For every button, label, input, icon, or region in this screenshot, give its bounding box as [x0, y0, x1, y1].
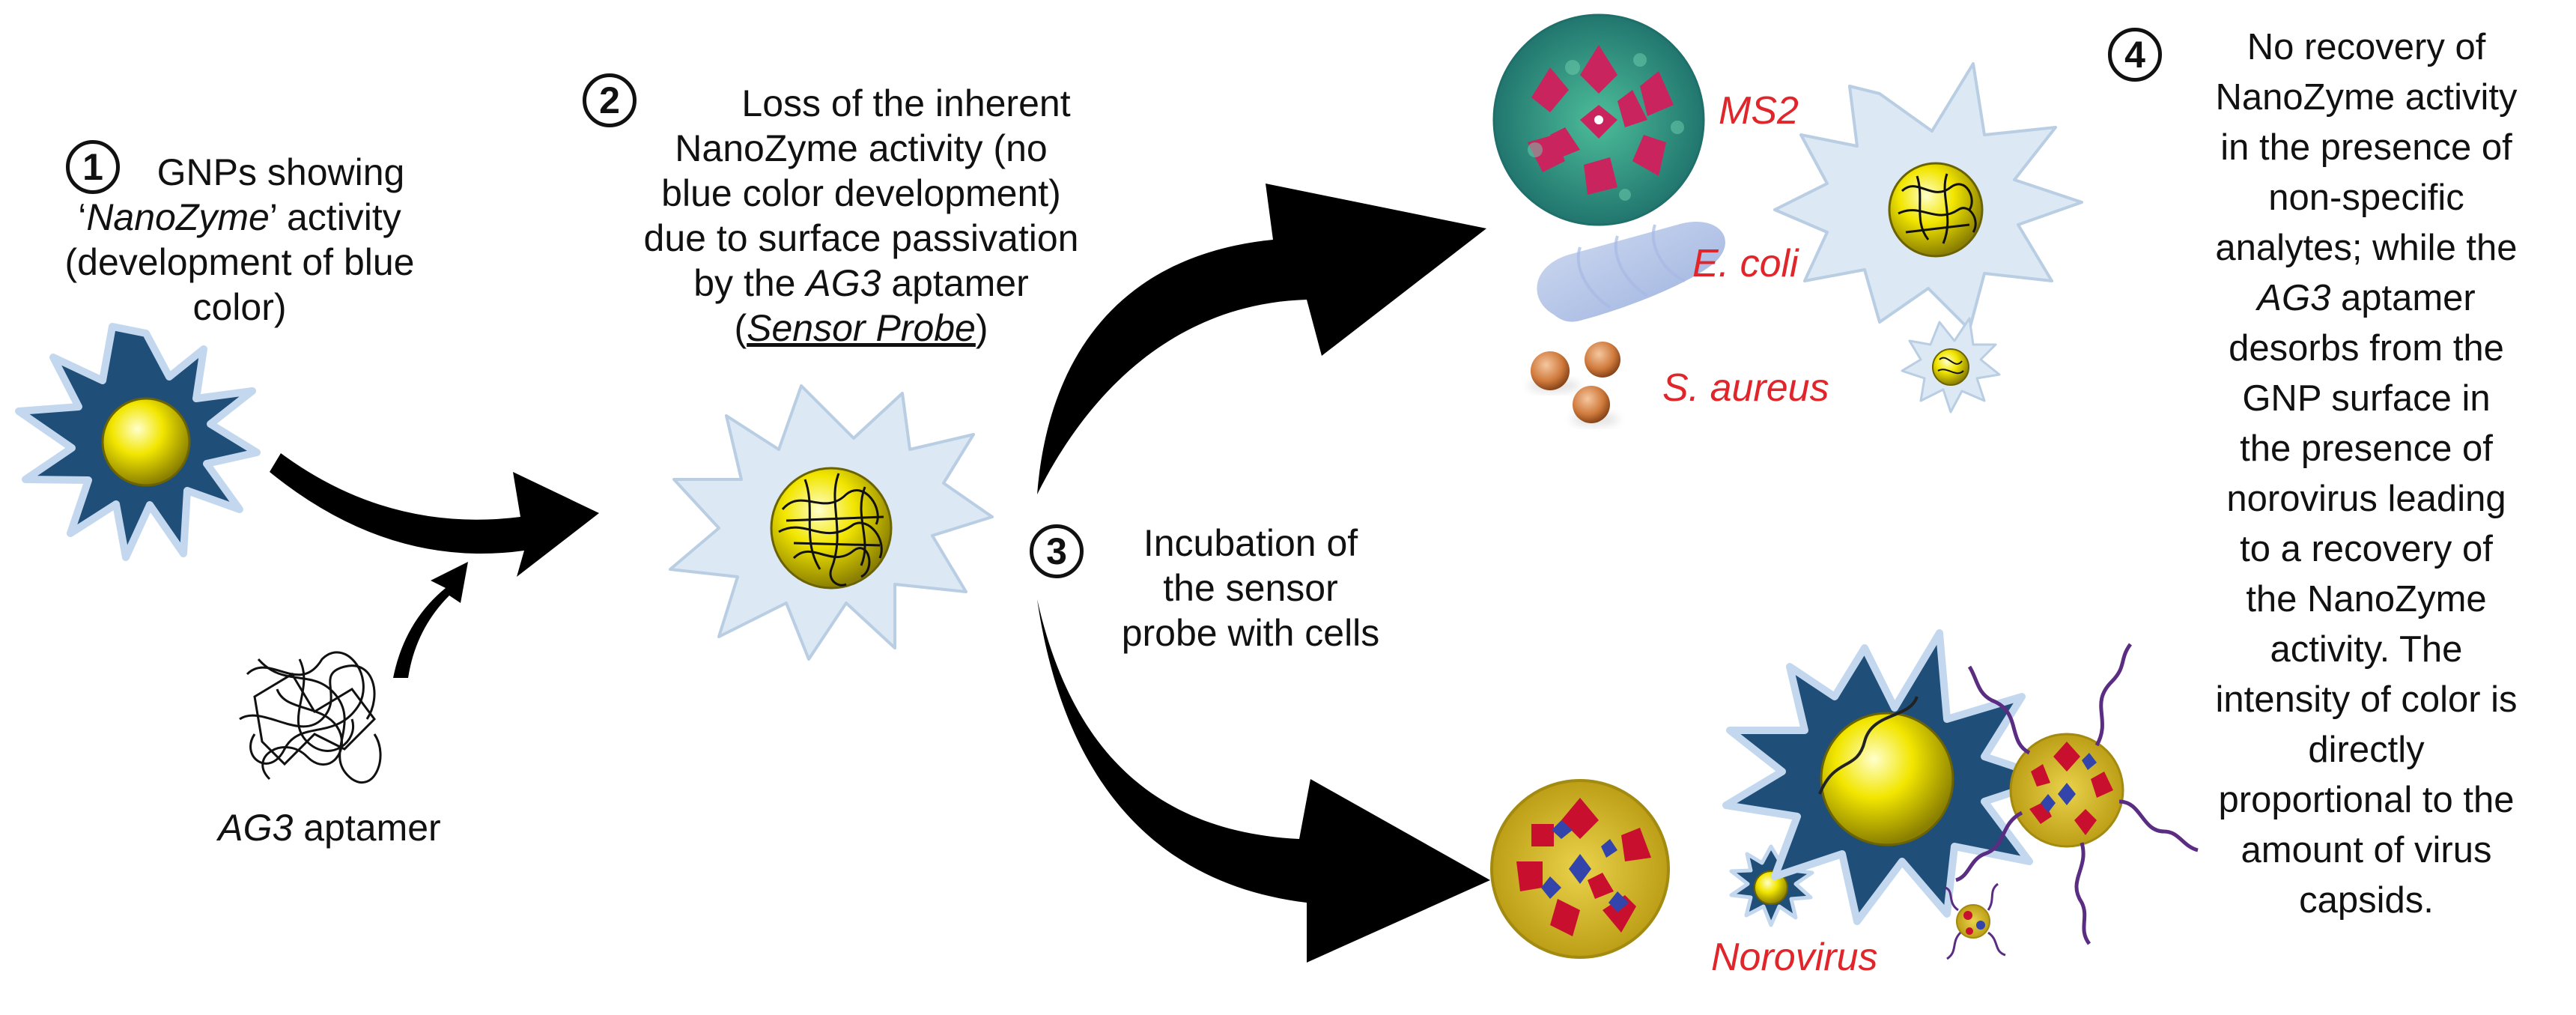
- step-2-line-6: (Sensor Probe): [734, 307, 988, 349]
- step-3-line-3: probe with cells: [1121, 612, 1380, 654]
- active-nanozyme-small: [1729, 844, 1814, 927]
- step-4-line-13: activity. The: [2270, 629, 2463, 670]
- step-4-line-8: GNP surface in: [2242, 378, 2491, 419]
- label-norovirus: Norovirus: [1711, 936, 1878, 979]
- ecoli-bacterium-icon: [1537, 222, 1725, 322]
- norovirus-aptamer-complex: [1955, 643, 2199, 945]
- saureus-bacteria-icon: [1528, 342, 1620, 425]
- step-4-line-17: amount of virus: [2241, 830, 2492, 870]
- step-2-badge: 2: [583, 73, 637, 127]
- step-4-line-6: AG3 aptamer: [2257, 278, 2476, 318]
- step-4-line-3: in the presence of: [2220, 127, 2512, 168]
- arrow-up-to-nonspecific: [1037, 184, 1486, 494]
- step-3-line-1: Incubation of: [1143, 522, 1358, 564]
- arrow-step1-to-step2: [270, 453, 599, 577]
- passivated-probe-large: [1773, 62, 2083, 331]
- step-1-badge: 1: [66, 140, 120, 194]
- step-2-line-4: due to surface passivation: [643, 217, 1079, 259]
- ms2-virus-icon: [1492, 13, 1705, 226]
- step-3-text: Incubation of the sensor probe with cell…: [1093, 521, 1408, 655]
- step-2-line-3: blue color development): [661, 172, 1061, 214]
- step-4-line-2: NanoZyme activity: [2215, 77, 2518, 118]
- label-ms2: MS2: [1719, 89, 1799, 133]
- aptamer-label-name: AG3: [218, 807, 294, 849]
- step-4-line-11: to a recovery of: [2240, 529, 2493, 569]
- step-2-text: Loss of the inherent NanoZyme activity (…: [584, 81, 1138, 351]
- step-4-line-12: the NanoZyme: [2246, 579, 2487, 619]
- passivated-probe-small: [1901, 317, 2001, 413]
- step-4-line-18: capsids.: [2299, 880, 2434, 921]
- norovirus-capsid-icon: [1490, 779, 1670, 959]
- step-4-line-9: the presence of: [2240, 428, 2493, 469]
- step-4-line-10: norovirus leading: [2226, 479, 2506, 519]
- step-2-line-5: by the AG3 aptamer: [693, 262, 1029, 304]
- step-3-line-2: the sensor: [1163, 567, 1338, 609]
- step-4-line-5: analytes; while the: [2215, 228, 2518, 268]
- step-4-line-16: proportional to the: [2218, 780, 2515, 820]
- step-4-line-7: desorbs from the: [2229, 328, 2504, 369]
- step-2-line-2: NanoZyme activity (no: [675, 127, 1048, 169]
- step-4-line-1: No recovery of: [2247, 27, 2486, 67]
- aptamer-label: AG3 aptamer: [135, 805, 524, 850]
- step-1-line-2: ‘NanoZyme’ activity: [78, 196, 401, 238]
- step-4-line-4: non-specific: [2268, 178, 2464, 218]
- active-nanozyme-recovered: [1722, 629, 2056, 925]
- label-ecoli: E. coli: [1692, 242, 1799, 285]
- step-3-badge: 3: [1030, 524, 1084, 578]
- step-2-line-1: Loss of the inherent: [741, 82, 1071, 124]
- step-1-line-1: GNPs showing: [157, 151, 405, 193]
- step-4-badge: 4: [2108, 28, 2162, 82]
- aptamer-tangle-icon: [239, 651, 382, 784]
- step-4-line-15: directly: [2308, 730, 2425, 770]
- step-4-text: No recovery of NanoZyme activity in the …: [2164, 22, 2569, 926]
- norovirus-aptamer-complex-small: [1945, 882, 2006, 960]
- step-4-line-14: intensity of color is: [2215, 679, 2518, 720]
- sensor-probe-particle: [669, 384, 994, 661]
- arrow-aptamer-to-main: [393, 562, 468, 678]
- step-1-line-3: (development of blue: [64, 241, 415, 283]
- step-1-line-4: color): [192, 286, 287, 328]
- active-nanozyme-particle: [15, 323, 261, 561]
- step-1-text: GNPs showing ‘NanoZyme’ activity (develo…: [60, 150, 419, 330]
- arrow-down-to-norovirus: [1037, 599, 1490, 963]
- label-saureus: S. aureus: [1662, 366, 1829, 410]
- aptamer-label-rest: aptamer: [293, 807, 441, 849]
